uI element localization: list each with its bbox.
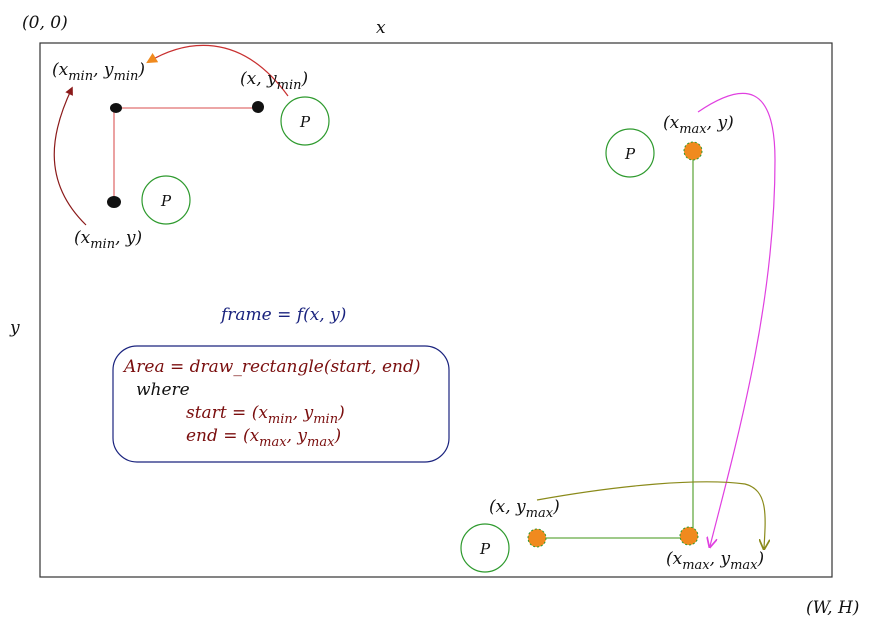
p-circle-bottom: P	[460, 523, 510, 573]
svg-text:P: P	[160, 192, 172, 210]
label-right-edge: (xmax, y)	[663, 113, 734, 137]
svg-text:P: P	[479, 540, 491, 558]
p-circle-right: P	[605, 128, 655, 178]
arrow-top-to-min	[146, 44, 289, 97]
frame-formula: frame = f(x, y)	[219, 305, 346, 325]
arrow-bottom-to-max	[536, 481, 765, 548]
p-circle-top: P	[280, 96, 330, 146]
area-box	[112, 345, 450, 463]
bottom-edge-point	[527, 528, 547, 548]
arrow-left-to-min	[53, 86, 87, 226]
p-circle-left: P	[141, 175, 191, 225]
top-edge-point	[252, 101, 264, 113]
origin-label: (0, 0)	[22, 13, 68, 33]
label-max-corner: (xmax, ymax)	[666, 549, 764, 573]
svg-text:P: P	[624, 145, 636, 163]
arrow-right-to-max	[697, 92, 776, 546]
area-start: start = (xmin, ymin)	[186, 403, 345, 427]
label-min-corner: (xmin, ymin)	[52, 60, 145, 84]
x-axis-label: x	[376, 18, 386, 38]
label-bottom-edge: (x, ymax)	[489, 497, 560, 521]
area-line1: Area = draw_rectangle(start, end)	[122, 357, 420, 377]
area-where: where	[136, 380, 190, 400]
max-corner-point	[679, 526, 699, 546]
area-end: end = (xmax, ymax)	[186, 426, 341, 450]
label-top-edge: (x, ymin)	[240, 69, 308, 93]
image-frame	[39, 42, 833, 578]
y-axis-label: y	[9, 318, 20, 338]
svg-text:P: P	[299, 113, 311, 131]
label-left-edge: (xmin, y)	[74, 228, 142, 252]
right-edge-point	[683, 141, 703, 161]
end-corner-label: (W, H)	[806, 598, 859, 618]
left-edge-point	[107, 196, 121, 208]
min-corner-point	[110, 103, 122, 113]
